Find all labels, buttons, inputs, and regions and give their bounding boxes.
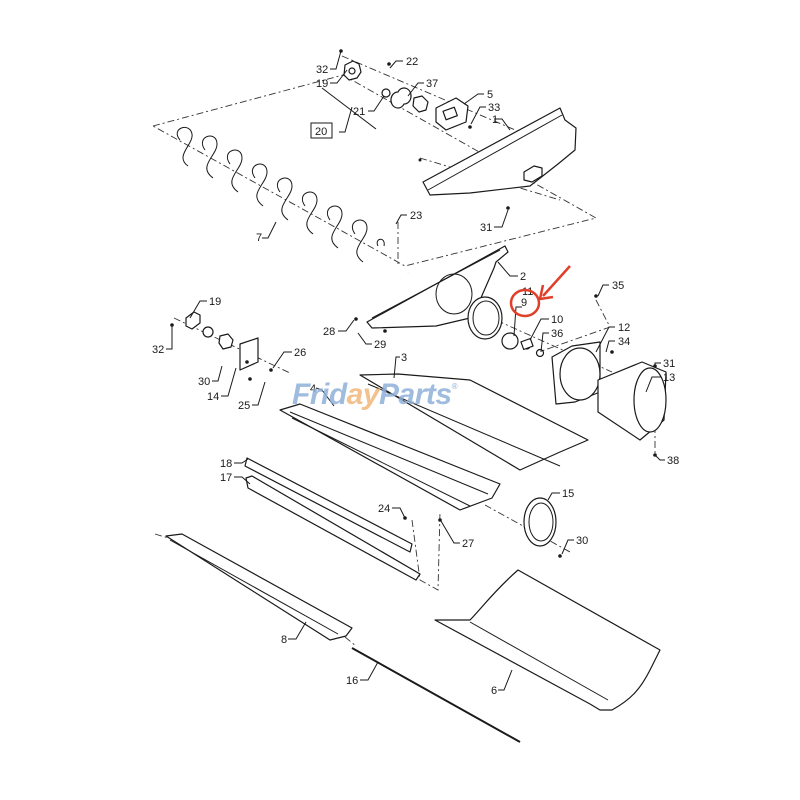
part-bearing-kit-left [170,311,273,381]
callout-36: 36 [551,328,563,340]
callout-27: 27 [462,538,474,550]
part-8-deflector [165,533,353,641]
callout-13: 13 [663,372,675,384]
callout-31: 31 [480,222,492,234]
callout-1: 1 [492,114,498,126]
part-bearing-kit-top [339,49,472,131]
callout-32: 32 [316,64,328,76]
callout-31: 31 [663,358,675,370]
callout-19: 19 [209,296,221,308]
part-sprocket-group [467,296,545,358]
part-15-ring [523,497,562,558]
callout-23: 23 [410,210,422,222]
part-6-trough [434,569,661,711]
highlight-arrow-icon [542,265,571,297]
callout-38: 38 [667,455,679,467]
part-13-cylinder [597,361,667,457]
callout-21: 21 [353,106,365,118]
part-17-strip [245,475,442,581]
part-18-strip [244,457,413,553]
part-12-housing [551,294,614,405]
callout-10: 10 [551,314,563,326]
callout-2: 2 [520,271,526,283]
callout-17: 17 [220,472,232,484]
callout-22: 22 [406,56,418,68]
callout-30: 30 [198,376,210,388]
callout-9: 9 [521,297,527,309]
callout-11: 11 [522,286,533,298]
part-7-auger [169,126,409,275]
callout-5: 5 [487,89,493,101]
leader-lines [166,50,665,691]
callout-18: 18 [220,458,232,470]
callout-3: 3 [401,352,407,364]
part-1-cover [418,107,577,210]
callout-4: 4 [310,383,316,395]
callout-box-20 [310,122,333,139]
callout-20: 20 [315,126,327,138]
part-3-panel [359,373,589,471]
callout-35: 35 [612,280,624,292]
callout-37: 37 [426,78,438,90]
arrow-head-icon [538,284,554,301]
callout-24: 24 [378,503,390,515]
callout-8: 8 [281,634,287,646]
highlight-annotation [509,265,571,318]
callout-19: 19 [316,78,328,90]
callout-25: 25 [238,400,250,412]
callout-14: 14 [207,391,219,403]
callout-28: 28 [323,326,335,338]
callout-33: 33 [488,102,500,114]
callout-16: 16 [346,675,358,687]
callout-32: 32 [152,344,164,356]
part-16-rod [351,647,521,743]
callout-29: 29 [374,339,386,351]
watermark-logo: FridayParts® [292,378,458,411]
callout-7: 7 [256,232,262,244]
callout-6: 6 [491,685,497,697]
part-4-panel [279,403,501,511]
callout-34: 34 [618,336,630,348]
highlight-circle [509,288,541,318]
callout-12: 12 [618,322,630,334]
callout-15: 15 [562,488,574,500]
callout-26: 26 [294,347,306,359]
callout-labels: 32 19 22 37 21 20 5 33 1 23 31 7 2 11 9 … [152,56,679,697]
callout-30: 30 [576,535,588,547]
